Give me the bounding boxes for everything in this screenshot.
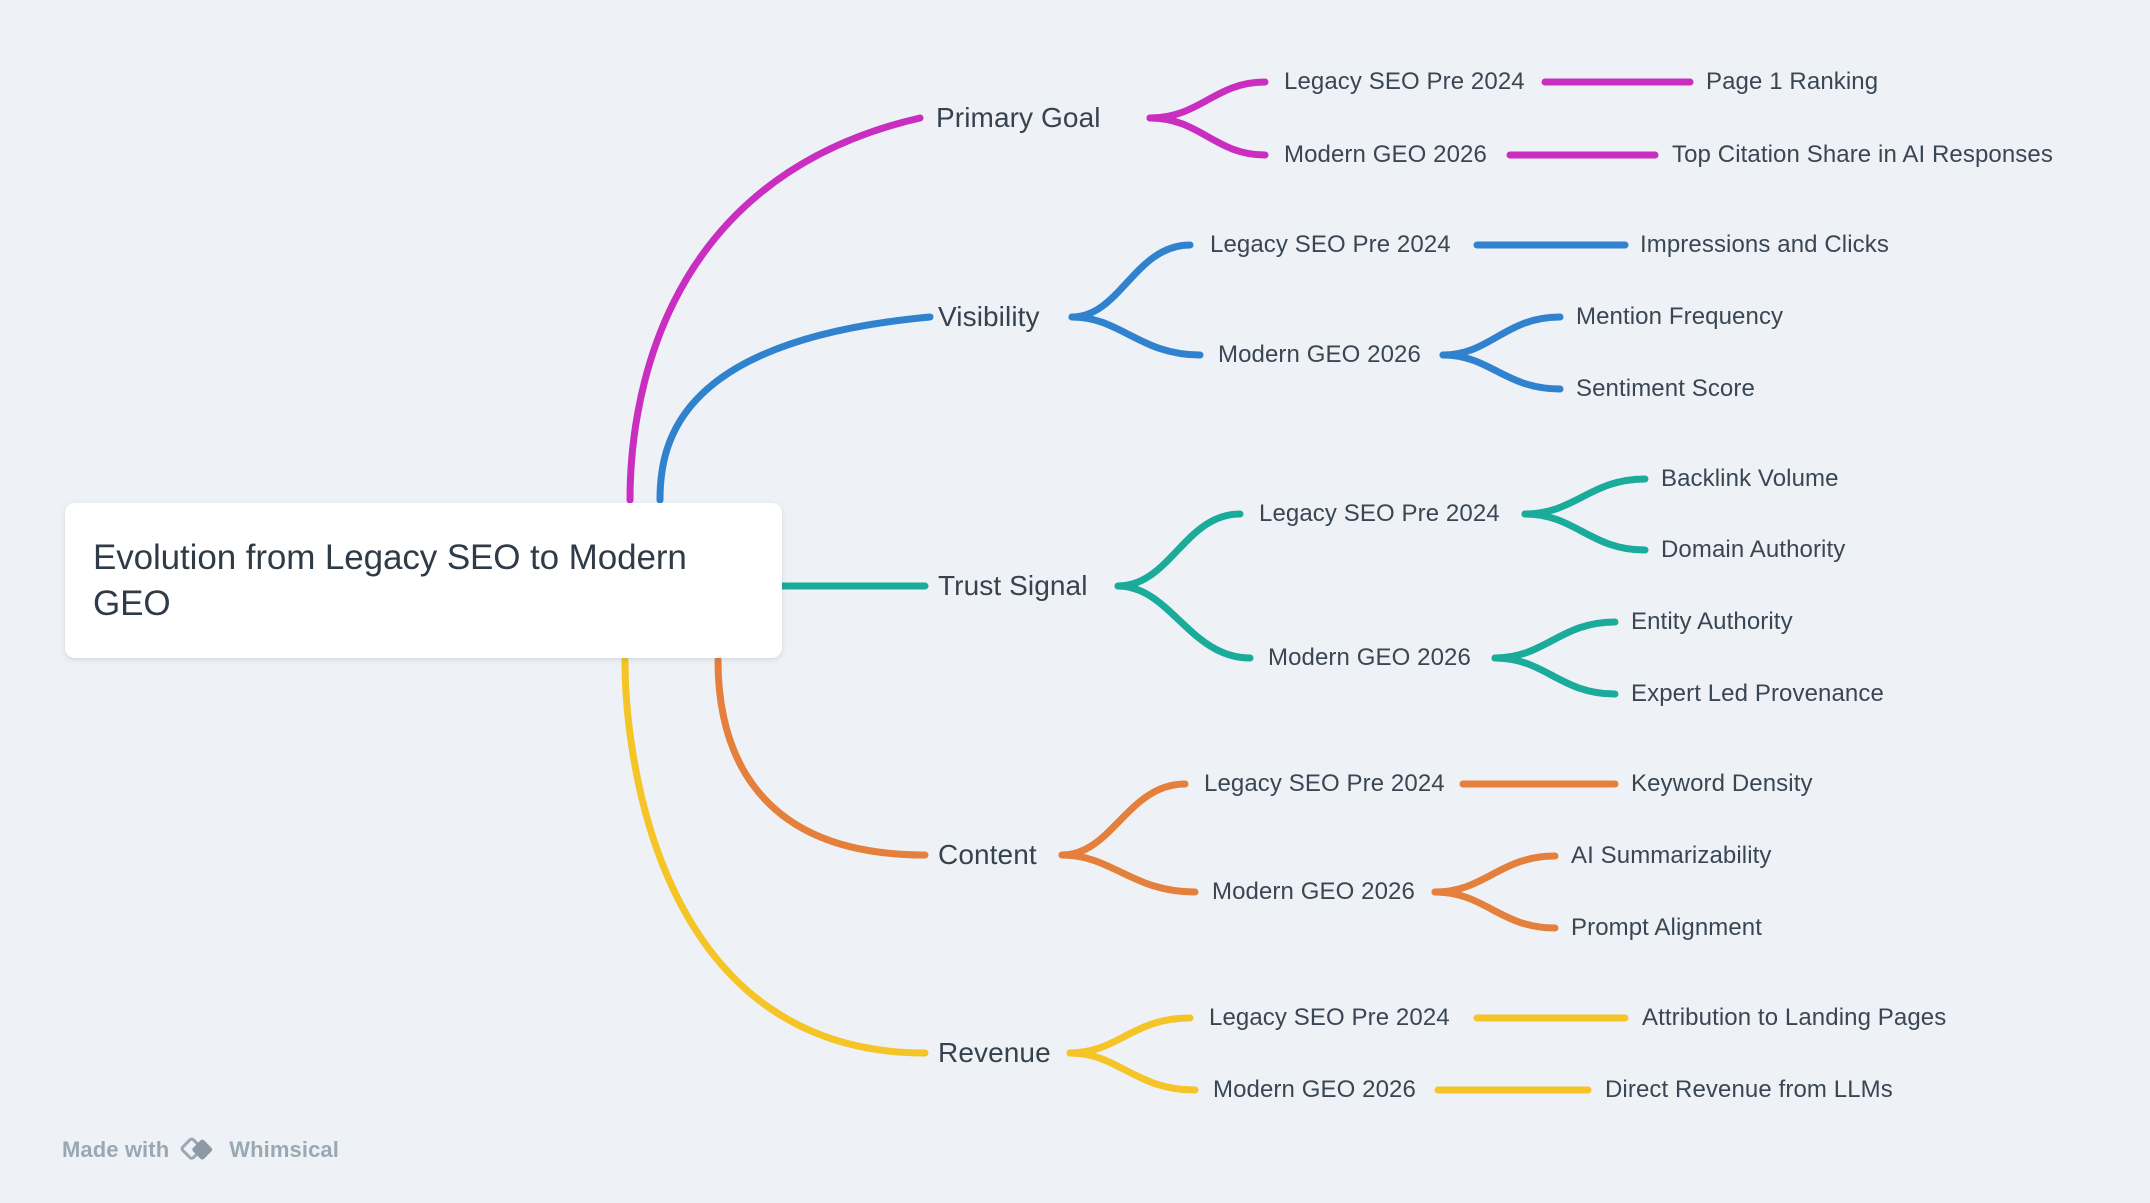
- edge-modern-to-expertled: [1491, 654, 1619, 698]
- node-sentiment-score[interactable]: Sentiment Score: [1576, 375, 1755, 402]
- node-content[interactable]: Content: [938, 839, 1037, 870]
- node-expert-led-provenance[interactable]: Expert Led Provenance: [1631, 680, 1884, 707]
- edge-primary-goal-to-legacy: [1146, 78, 1269, 122]
- node-primary-goal[interactable]: Primary Goal: [936, 102, 1101, 133]
- node-domain-authority[interactable]: Domain Authority: [1661, 536, 1846, 563]
- edge-modern-to-sentiment: [1439, 351, 1564, 393]
- edge-trust-to-legacy: [1114, 510, 1244, 590]
- node-visibility-modern[interactable]: Modern GEO 2026: [1218, 341, 1421, 368]
- node-revenue-modern[interactable]: Modern GEO 2026: [1213, 1076, 1416, 1103]
- node-top-citation-share[interactable]: Top Citation Share in AI Responses: [1672, 141, 2053, 168]
- whimsical-brand-label: Whimsical: [229, 1137, 339, 1162]
- node-content-modern[interactable]: Modern GEO 2026: [1212, 878, 1415, 905]
- made-with-whimsical-footer[interactable]: Made with Whimsical: [62, 1135, 339, 1165]
- node-revenue[interactable]: Revenue: [938, 1037, 1051, 1068]
- whimsical-logo-icon: [180, 1137, 213, 1160]
- node-direct-revenue-from-llms[interactable]: Direct Revenue from LLMs: [1605, 1076, 1893, 1103]
- node-trust-signal[interactable]: Trust Signal: [938, 570, 1088, 601]
- edge-visibility-to-modern: [1068, 313, 1204, 359]
- node-keyword-density[interactable]: Keyword Density: [1631, 770, 1813, 797]
- node-visibility[interactable]: Visibility: [938, 301, 1040, 332]
- root-node-label: Evolution from Legacy SEO to Modern GEO: [93, 538, 687, 623]
- node-prompt-alignment[interactable]: Prompt Alignment: [1571, 914, 1763, 941]
- node-page-1-ranking[interactable]: Page 1 Ranking: [1706, 68, 1879, 95]
- node-backlink-volume[interactable]: Backlink Volume: [1661, 465, 1839, 492]
- node-primary-goal-legacy[interactable]: Legacy SEO Pre 2024: [1284, 68, 1525, 95]
- node-trust-legacy[interactable]: Legacy SEO Pre 2024: [1259, 500, 1500, 527]
- edge-content-to-modern: [1058, 851, 1199, 896]
- edge-modern-to-promptalignment: [1431, 888, 1559, 932]
- edge-root-to-content: [714, 656, 929, 859]
- edge-root-to-primary-goal: [626, 114, 924, 504]
- edge-modern-to-mentionfreq: [1439, 313, 1564, 359]
- edge-revenue-to-legacy: [1066, 1014, 1194, 1057]
- made-with-label: Made with: [62, 1137, 170, 1162]
- node-attribution-to-landing-pages[interactable]: Attribution to Landing Pages: [1642, 1004, 1947, 1031]
- edge-legacy-to-domainauth: [1521, 510, 1649, 554]
- node-content-legacy[interactable]: Legacy SEO Pre 2024: [1204, 770, 1445, 797]
- node-trust-modern[interactable]: Modern GEO 2026: [1268, 644, 1471, 671]
- node-mention-frequency[interactable]: Mention Frequency: [1576, 303, 1784, 330]
- node-primary-goal-modern[interactable]: Modern GEO 2026: [1284, 141, 1487, 168]
- root-node[interactable]: Evolution from Legacy SEO to Modern GEO: [65, 503, 782, 658]
- edge-content-to-legacy: [1058, 780, 1189, 859]
- edge-primary-goal-to-modern: [1146, 114, 1269, 159]
- node-revenue-legacy[interactable]: Legacy SEO Pre 2024: [1209, 1004, 1450, 1031]
- node-entity-authority[interactable]: Entity Authority: [1631, 608, 1793, 635]
- edge-modern-to-aisummarizability: [1431, 852, 1559, 896]
- edge-trust-to-modern: [1114, 582, 1254, 662]
- edge-root-to-revenue: [621, 656, 929, 1057]
- edge-legacy-to-backlink: [1521, 475, 1649, 518]
- edge-visibility-to-legacy: [1068, 241, 1194, 321]
- edge-root-to-visibility: [656, 313, 934, 504]
- edge-modern-to-entityauth: [1491, 618, 1619, 662]
- node-visibility-legacy[interactable]: Legacy SEO Pre 2024: [1210, 231, 1451, 258]
- edge-revenue-to-modern: [1066, 1049, 1199, 1094]
- node-impressions-and-clicks[interactable]: Impressions and Clicks: [1640, 231, 1889, 258]
- node-ai-summarizability[interactable]: AI Summarizability: [1571, 842, 1772, 869]
